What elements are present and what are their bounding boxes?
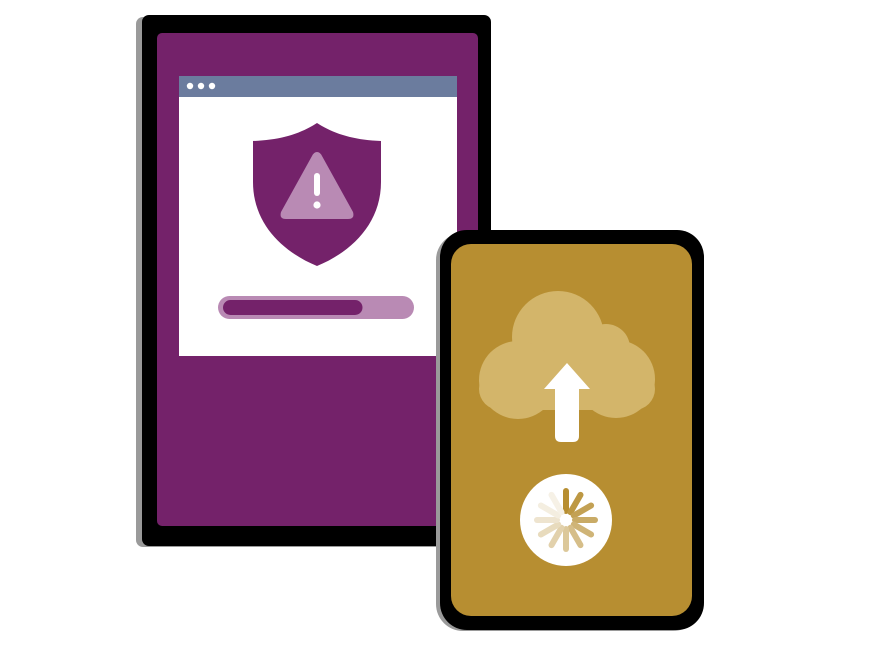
spinner-spoke	[570, 502, 595, 519]
spinner-spoke	[567, 491, 584, 516]
tablet-device	[136, 15, 491, 547]
spinner-spoke	[548, 491, 565, 516]
spinner-disc	[520, 474, 612, 566]
shield-warning-icon	[253, 123, 381, 266]
spinner-spoke	[537, 521, 562, 538]
browser-window	[179, 76, 457, 356]
warning-exclamation-bar	[314, 173, 320, 196]
progress-bar	[218, 296, 414, 319]
upload-arrow-icon	[544, 363, 590, 442]
window-dot-3	[208, 82, 216, 90]
browser-titlebar	[179, 76, 457, 97]
spinner-spoke	[548, 524, 565, 549]
progress-fill	[223, 300, 363, 315]
window-dot-2	[197, 82, 205, 90]
spinner-spoke	[537, 502, 562, 519]
cloud-upload-icon	[479, 291, 655, 442]
spinner-spoke	[567, 524, 584, 549]
phone-device	[436, 230, 704, 631]
loading-spinner-icon	[520, 474, 612, 566]
spinner-spokes	[534, 488, 598, 552]
window-dot-1	[186, 82, 194, 90]
warning-exclamation-dot	[313, 201, 321, 209]
spinner-spoke	[570, 521, 595, 538]
cloud-icon	[479, 291, 655, 419]
